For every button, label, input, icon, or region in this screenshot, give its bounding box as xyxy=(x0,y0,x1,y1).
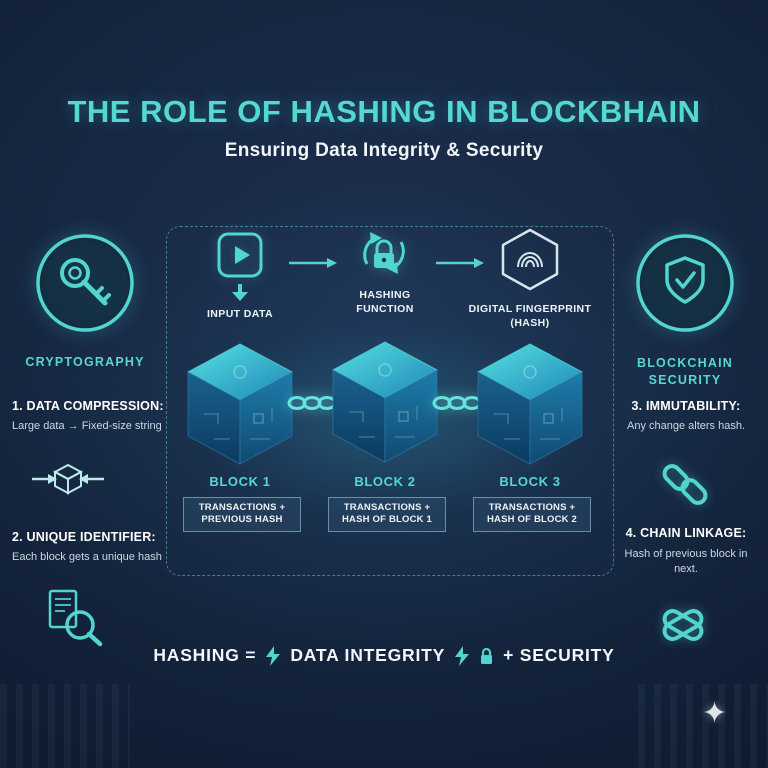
lightning-icon xyxy=(455,645,470,666)
digital-fingerprint-label: DIGITAL FINGERPRINT (HASH) xyxy=(468,303,592,329)
hash-inspect-magnifier-icon xyxy=(42,588,106,653)
unique-identifier-heading: 2. UNIQUE IDENTIFIER: xyxy=(12,530,156,544)
block-1-content: TRANSACTIONS + PREVIOUS HASH xyxy=(183,497,301,532)
play-icon xyxy=(217,232,263,283)
data-compression-body: Large data → Fixed-size string xyxy=(12,420,162,432)
block-3-cube xyxy=(474,342,586,466)
block-2-name: BLOCK 2 xyxy=(354,474,416,489)
crossed-links-icon xyxy=(655,600,711,655)
skyline-decoration-right xyxy=(638,684,768,768)
chain-linkage-body: Hash of previous block in next. xyxy=(624,548,748,575)
input-data-label: INPUT DATA xyxy=(206,308,274,320)
sparkle-decoration: ✦ xyxy=(702,697,728,730)
skyline-decoration-left xyxy=(0,684,130,768)
hashing-function-label: HASHING FUNCTION xyxy=(356,289,414,315)
footer-formula: HASHING = DATA INTEGRITY + SECURITY xyxy=(0,645,768,666)
fingerprint-hexagon-icon xyxy=(499,227,561,296)
formula-hashing-text: HASHING = xyxy=(153,645,257,665)
unique-identifier-body: Each block gets a unique hash xyxy=(12,551,162,563)
cryptography-key-icon xyxy=(33,231,137,335)
block-2-cube xyxy=(329,340,441,464)
page-title: THE ROLE OF HASHING IN BLOCKBHAIN xyxy=(67,94,701,129)
lock-icon xyxy=(481,647,493,664)
immutability-heading: 3. IMMUTABILITY: xyxy=(631,399,741,413)
page-subtitle: Ensuring Data Integrity & Security xyxy=(224,140,544,161)
cryptography-label: CRYPTOGRAPHY xyxy=(25,355,145,369)
chain-linkage-heading: 4. CHAIN LINKAGE: xyxy=(625,526,747,540)
hashing-function-lock-icon xyxy=(355,226,413,287)
data-compression-heading: 1. DATA COMPRESSION: xyxy=(12,399,164,413)
lightning-icon xyxy=(266,645,281,666)
down-arrow-icon xyxy=(230,284,250,307)
flow-dashed-frame xyxy=(166,226,614,576)
formula-data-integrity-text: DATA INTEGRITY xyxy=(290,645,446,665)
chain-links-icon xyxy=(657,456,713,519)
compression-cube-icon xyxy=(30,458,106,505)
block-2-content: TRANSACTIONS + HASH OF BLOCK 1 xyxy=(328,497,446,532)
block-3-content: TRANSACTIONS + HASH OF BLOCK 2 xyxy=(473,497,591,532)
formula-security-text: + SECURITY xyxy=(503,645,615,665)
blockchain-security-label: BLOCKCHAIN SECURITY xyxy=(636,356,734,387)
flow-arrow-1-icon xyxy=(289,256,337,275)
block-3-name: BLOCK 3 xyxy=(499,474,561,489)
flow-arrow-2-icon xyxy=(436,256,484,275)
block-1-name: BLOCK 1 xyxy=(209,474,271,489)
immutability-body: Any change alters hash. xyxy=(626,420,746,432)
security-shield-icon xyxy=(633,231,737,335)
block-1-cube xyxy=(184,342,296,466)
